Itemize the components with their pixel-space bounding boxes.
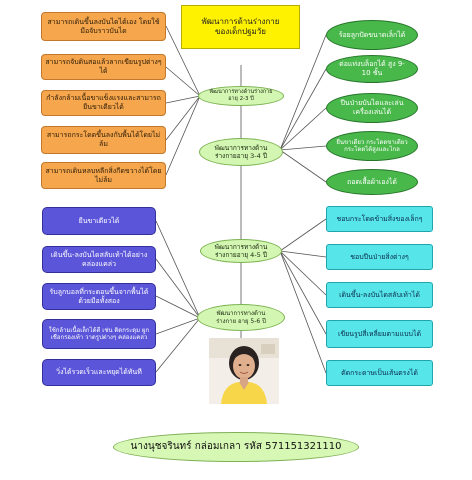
cyan-item-5: ตัดกระดาษเป็นเส้นตรงได้: [326, 360, 433, 386]
orange-item-1: สามารถเดินขึ้นลงบันไดได้เอง โดยใช้มือจับ…: [41, 12, 166, 41]
purple-item-1: ยืนขาเดียวได้: [42, 207, 156, 235]
orange-item-3: กำลังกล้ามเนื้อขาแข็งแรงและสามารถยืนขาเด…: [41, 90, 166, 116]
cyan-item-3: เดินขึ้น-ลงบันไดสลับเท้าได้: [326, 282, 433, 308]
green-item-3: ปีนป่ายบันไดและเล่นเครื่องเล่นได้: [326, 93, 418, 123]
hub-age-5-6: พัฒนาการทางด้านร่างกาย อายุ 5-6 ปี: [197, 304, 285, 331]
green-item-5: ถอดเสื้อผ้าเองได้: [326, 169, 418, 195]
green-item-2: ต่อแท่งบล็อกได้ สูง 9-10 ชั้น: [326, 55, 418, 83]
green-item-4: ยืนขาเดียว กระโดดขาเดียว กระโดดได้สูงและ…: [326, 131, 418, 161]
root-title-box: พัฒนาการด้านร่างกาย ของเด็กปฐมวัย: [181, 5, 300, 49]
root-title-line2: ของเด็กปฐมวัย: [215, 27, 266, 36]
orange-item-4: สามารถกระโดดขึ้นลงกับพื้นได้โดยไม่ล้ม: [41, 126, 166, 154]
orange-item-5: สามารถเดินหลบหลีกสิ่งกีดขวางได้โดยไม่ล้ม: [41, 162, 166, 189]
cyan-item-2: ชอบปีนป่ายสิ่งต่างๆ: [326, 244, 433, 270]
orange-item-2: สามารถจับดินสอแล้วลากเขียนรูปต่างๆ ได้: [41, 54, 166, 80]
purple-item-4: ใช้กล้ามเนื้อเล็กได้ดี เช่น ติดกระดุม ผู…: [42, 319, 156, 349]
hub-age-3-4: พัฒนาการทางด้าน ร่างกายอายุ 3-4 ปี: [199, 138, 283, 166]
purple-item-5: วิ่งได้รวดเร็วและหยุดได้ทันที: [42, 359, 156, 386]
footer-author-label: นางนุชจรินทร์ กล่อมเกลา รหัส 57115132111…: [113, 432, 359, 462]
cyan-item-1: ชอบกระโดดข้ามสิ่งของเล็กๆ: [326, 206, 433, 232]
author-photo: [209, 338, 279, 404]
green-item-1: ร้อยลูกปัดขนาดเล็กได้: [326, 20, 418, 50]
cyan-item-4: เขียนรูปสี่เหลี่ยมตามแบบได้: [326, 320, 433, 348]
hub-age-4-5: พัฒนาการทางด้าน ร่างกายอายุ 4-5 ปี: [200, 239, 282, 263]
hub-age-2-3: พัฒนาการทางด้านร่างกาย อายุ 2-3 ปี: [198, 86, 284, 106]
root-title-line1: พัฒนาการด้านร่างกาย: [201, 17, 280, 26]
purple-item-3: รับลูกบอลที่กระดอนขึ้นจากพื้นได้ด้วยมือท…: [42, 283, 156, 310]
purple-item-2: เดินขึ้น-ลงบันไดสลับเท้าได้อย่างคล่องแคล…: [42, 246, 156, 273]
